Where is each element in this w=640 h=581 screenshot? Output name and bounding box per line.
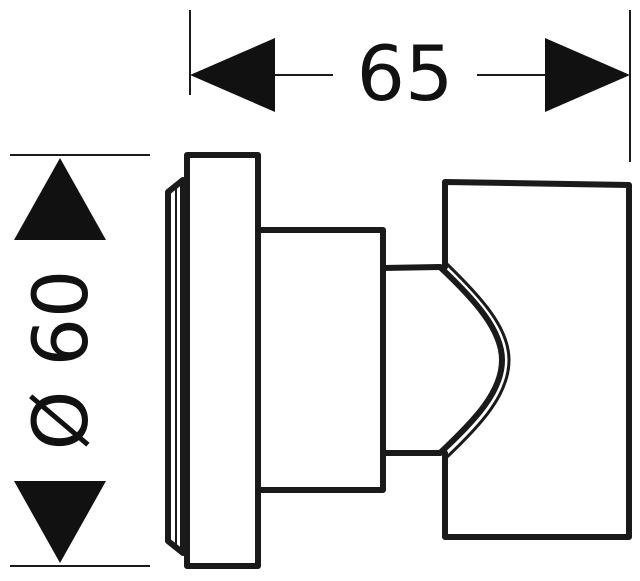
cover-plate [184,152,261,569]
arrow-left [190,38,275,112]
body-cylinder [255,227,386,493]
arrow-down [14,481,106,563]
neck [380,264,443,456]
width-value: 65 [357,29,454,118]
handle-curve [437,264,505,456]
arrow-right [545,38,630,112]
flange-ring [165,177,186,556]
handle-block [442,179,632,540]
diameter-value: Ø 60 [16,270,105,451]
diameter-dimension: Ø 60 [10,154,150,567]
width-dimension: 65 [189,10,631,162]
part-outline [165,152,632,569]
arrow-up [14,158,106,240]
